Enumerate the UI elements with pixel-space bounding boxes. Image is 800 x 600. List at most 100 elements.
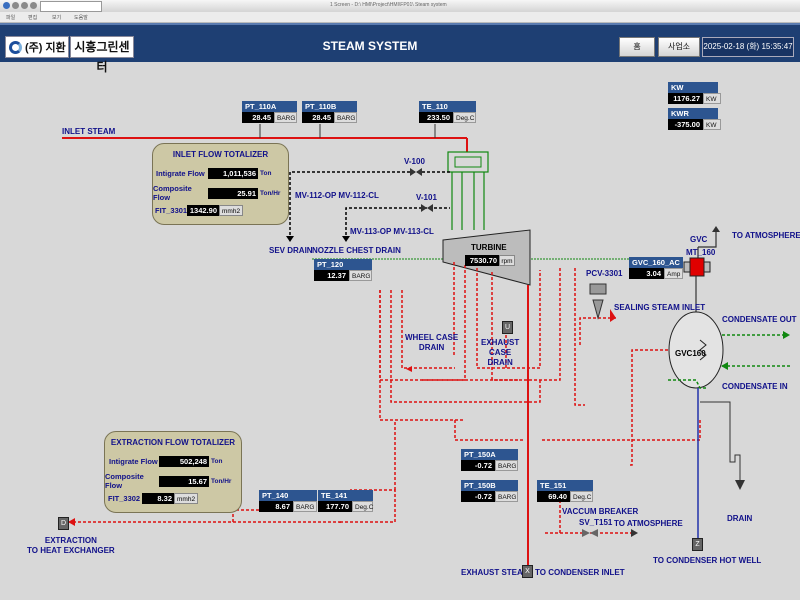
inlet-flow-totalizer: INLET FLOW TOTALIZER Intigrate Flow 1,01…: [152, 143, 289, 225]
extraction-box[interactable]: D: [58, 517, 69, 530]
inlet-composite-value: 25.91: [208, 187, 258, 199]
tag-name: GVC_160_AC: [629, 257, 683, 268]
sv-t151-label: SV_T151: [579, 518, 613, 527]
to-atmosphere-label: TO ATMOSPHERE: [732, 231, 800, 240]
logo-icon: [9, 40, 22, 54]
to-hot-well-label: TO CONDENSER HOT WELL: [653, 556, 762, 565]
back-icon[interactable]: [12, 2, 19, 9]
site-button[interactable]: 사업소: [658, 37, 700, 57]
condensate-out-label: CONDENSATE OUT: [722, 315, 797, 324]
window-title: 1 Screen - D:\ HMI\Project\HMI\FP01\ Ste…: [330, 2, 447, 8]
tag-value: -0.72: [461, 460, 495, 471]
tag-name: PT_150B: [461, 480, 518, 491]
extraction-composite-unit: Ton/Hr: [211, 477, 232, 485]
tag-unit: KW: [703, 119, 721, 130]
menu-item-edit[interactable]: 편집: [28, 15, 38, 21]
hot-well-box[interactable]: Z: [692, 538, 703, 551]
gvc-label: GVC: [690, 235, 708, 244]
to-atmosphere-2-label: TO ATMOSPHERE: [614, 519, 683, 528]
exhaust-drain-box[interactable]: U: [502, 321, 513, 334]
nozzle-chest-drain-label: NOZZLE CHEST DRAIN: [312, 246, 401, 255]
turbine-speed-display: 7530.70 rpm: [465, 255, 515, 266]
header-bar: (주) 지환 시흥그린센터 STEAM SYSTEM 홈 사업소 2025-02…: [0, 23, 800, 74]
extraction-flow-totalizer: EXTRACTION FLOW TOTALIZER Intigrate Flow…: [104, 431, 242, 513]
tag-name: TE_110: [419, 101, 476, 112]
tag-value: 233.50: [419, 112, 453, 123]
menu-item-view[interactable]: 보기: [52, 15, 62, 21]
exhaust-steam-box[interactable]: X: [522, 565, 533, 578]
tag-name: KWR: [668, 108, 718, 119]
inlet-totalizer-title: INLET FLOW TOTALIZER: [172, 150, 269, 159]
tag-value: 12.37: [314, 270, 349, 281]
tag-name: PT_120: [314, 259, 372, 270]
tag-value: 177.70: [318, 501, 352, 512]
menu-bar: 파일 편집 보기 도움말: [0, 12, 800, 23]
extraction-label: EXTRACTION TO HEAT EXCHANGER: [27, 536, 115, 555]
inlet-intigrate-unit: Ton: [260, 170, 272, 177]
tag-value: -375.00: [668, 119, 703, 130]
home-button[interactable]: 홈: [619, 37, 655, 57]
tag-unit: KW: [703, 93, 721, 104]
tag-name: TE_141: [318, 490, 373, 501]
refresh-icon[interactable]: [30, 2, 37, 9]
fit-3302-value: 8.32: [142, 493, 174, 504]
tag-unit: Deg.C: [453, 112, 476, 123]
turbine-speed-value: 7530.70: [465, 255, 499, 266]
datetime-display: 2025-02-18 (화) 15:35:47: [702, 37, 794, 57]
page-title: STEAM SYSTEM: [322, 39, 418, 53]
mt-160-label: MT_160: [686, 248, 716, 257]
extraction-composite-value: 15.67: [159, 475, 209, 487]
extraction-intigrate-value: 502,248: [159, 456, 209, 467]
to-condenser-inlet-label: TO CONDENSER INLET: [535, 568, 625, 577]
exhaust-case-drain-label: EXHAUST CASE DRAIN: [481, 338, 520, 367]
sev-drain-label: SEV DRAIN: [269, 246, 313, 255]
company-logo: (주) 지환: [5, 36, 69, 58]
tag-name: PT_140: [259, 490, 317, 501]
mv-113-label: MV-113-OP MV-113-CL: [350, 227, 434, 236]
extraction-totalizer-title: EXTRACTION FLOW TOTALIZER: [110, 438, 236, 447]
tag-name: PT_150A: [461, 449, 518, 460]
tag-unit: BARG: [334, 112, 357, 123]
turbine-speed-unit: rpm: [499, 255, 515, 266]
inlet-intigrate-label: Intigrate Flow: [156, 169, 205, 178]
menu-item-file[interactable]: 파일: [6, 15, 16, 21]
fit-3302-label: FIT_3302: [108, 494, 141, 503]
tag-name: KW: [668, 82, 718, 93]
steam-chest: [447, 151, 489, 173]
tag-value: -0.72: [461, 491, 495, 502]
wheel-case-drain-label: WHEEL CASE DRAIN: [405, 333, 459, 352]
tag-value: 8.67: [259, 501, 293, 512]
tag-name: PT_110A: [242, 101, 297, 112]
logo-text: (주) 지환: [25, 42, 66, 54]
tag-unit: Deg.C: [352, 501, 373, 512]
extraction-composite-label: Composite Flow: [105, 472, 144, 490]
inlet-steam-label: INLET STEAM: [62, 127, 116, 136]
forward-icon[interactable]: [21, 2, 28, 9]
condensate-in-label: CONDENSATE IN: [722, 382, 788, 391]
address-input[interactable]: [40, 1, 102, 12]
tag-value: 3.04: [629, 268, 664, 279]
turbine-label: TURBINE: [471, 243, 507, 252]
tag-unit: BARG: [349, 270, 372, 281]
tag-unit: BARG: [293, 501, 317, 512]
mv-112-label: MV-112-OP MV-112-CL: [295, 191, 379, 200]
app-icon: [3, 2, 10, 9]
fit-3301-label: FIT_3301: [155, 206, 188, 215]
drain-label: DRAIN: [727, 514, 753, 523]
menu-item-help[interactable]: 도움말: [74, 15, 88, 21]
fit-3301-unit: mmh2: [219, 205, 244, 216]
v-100-label: V-100: [404, 157, 425, 166]
pcv-3301-label: PCV-3301: [586, 269, 623, 278]
